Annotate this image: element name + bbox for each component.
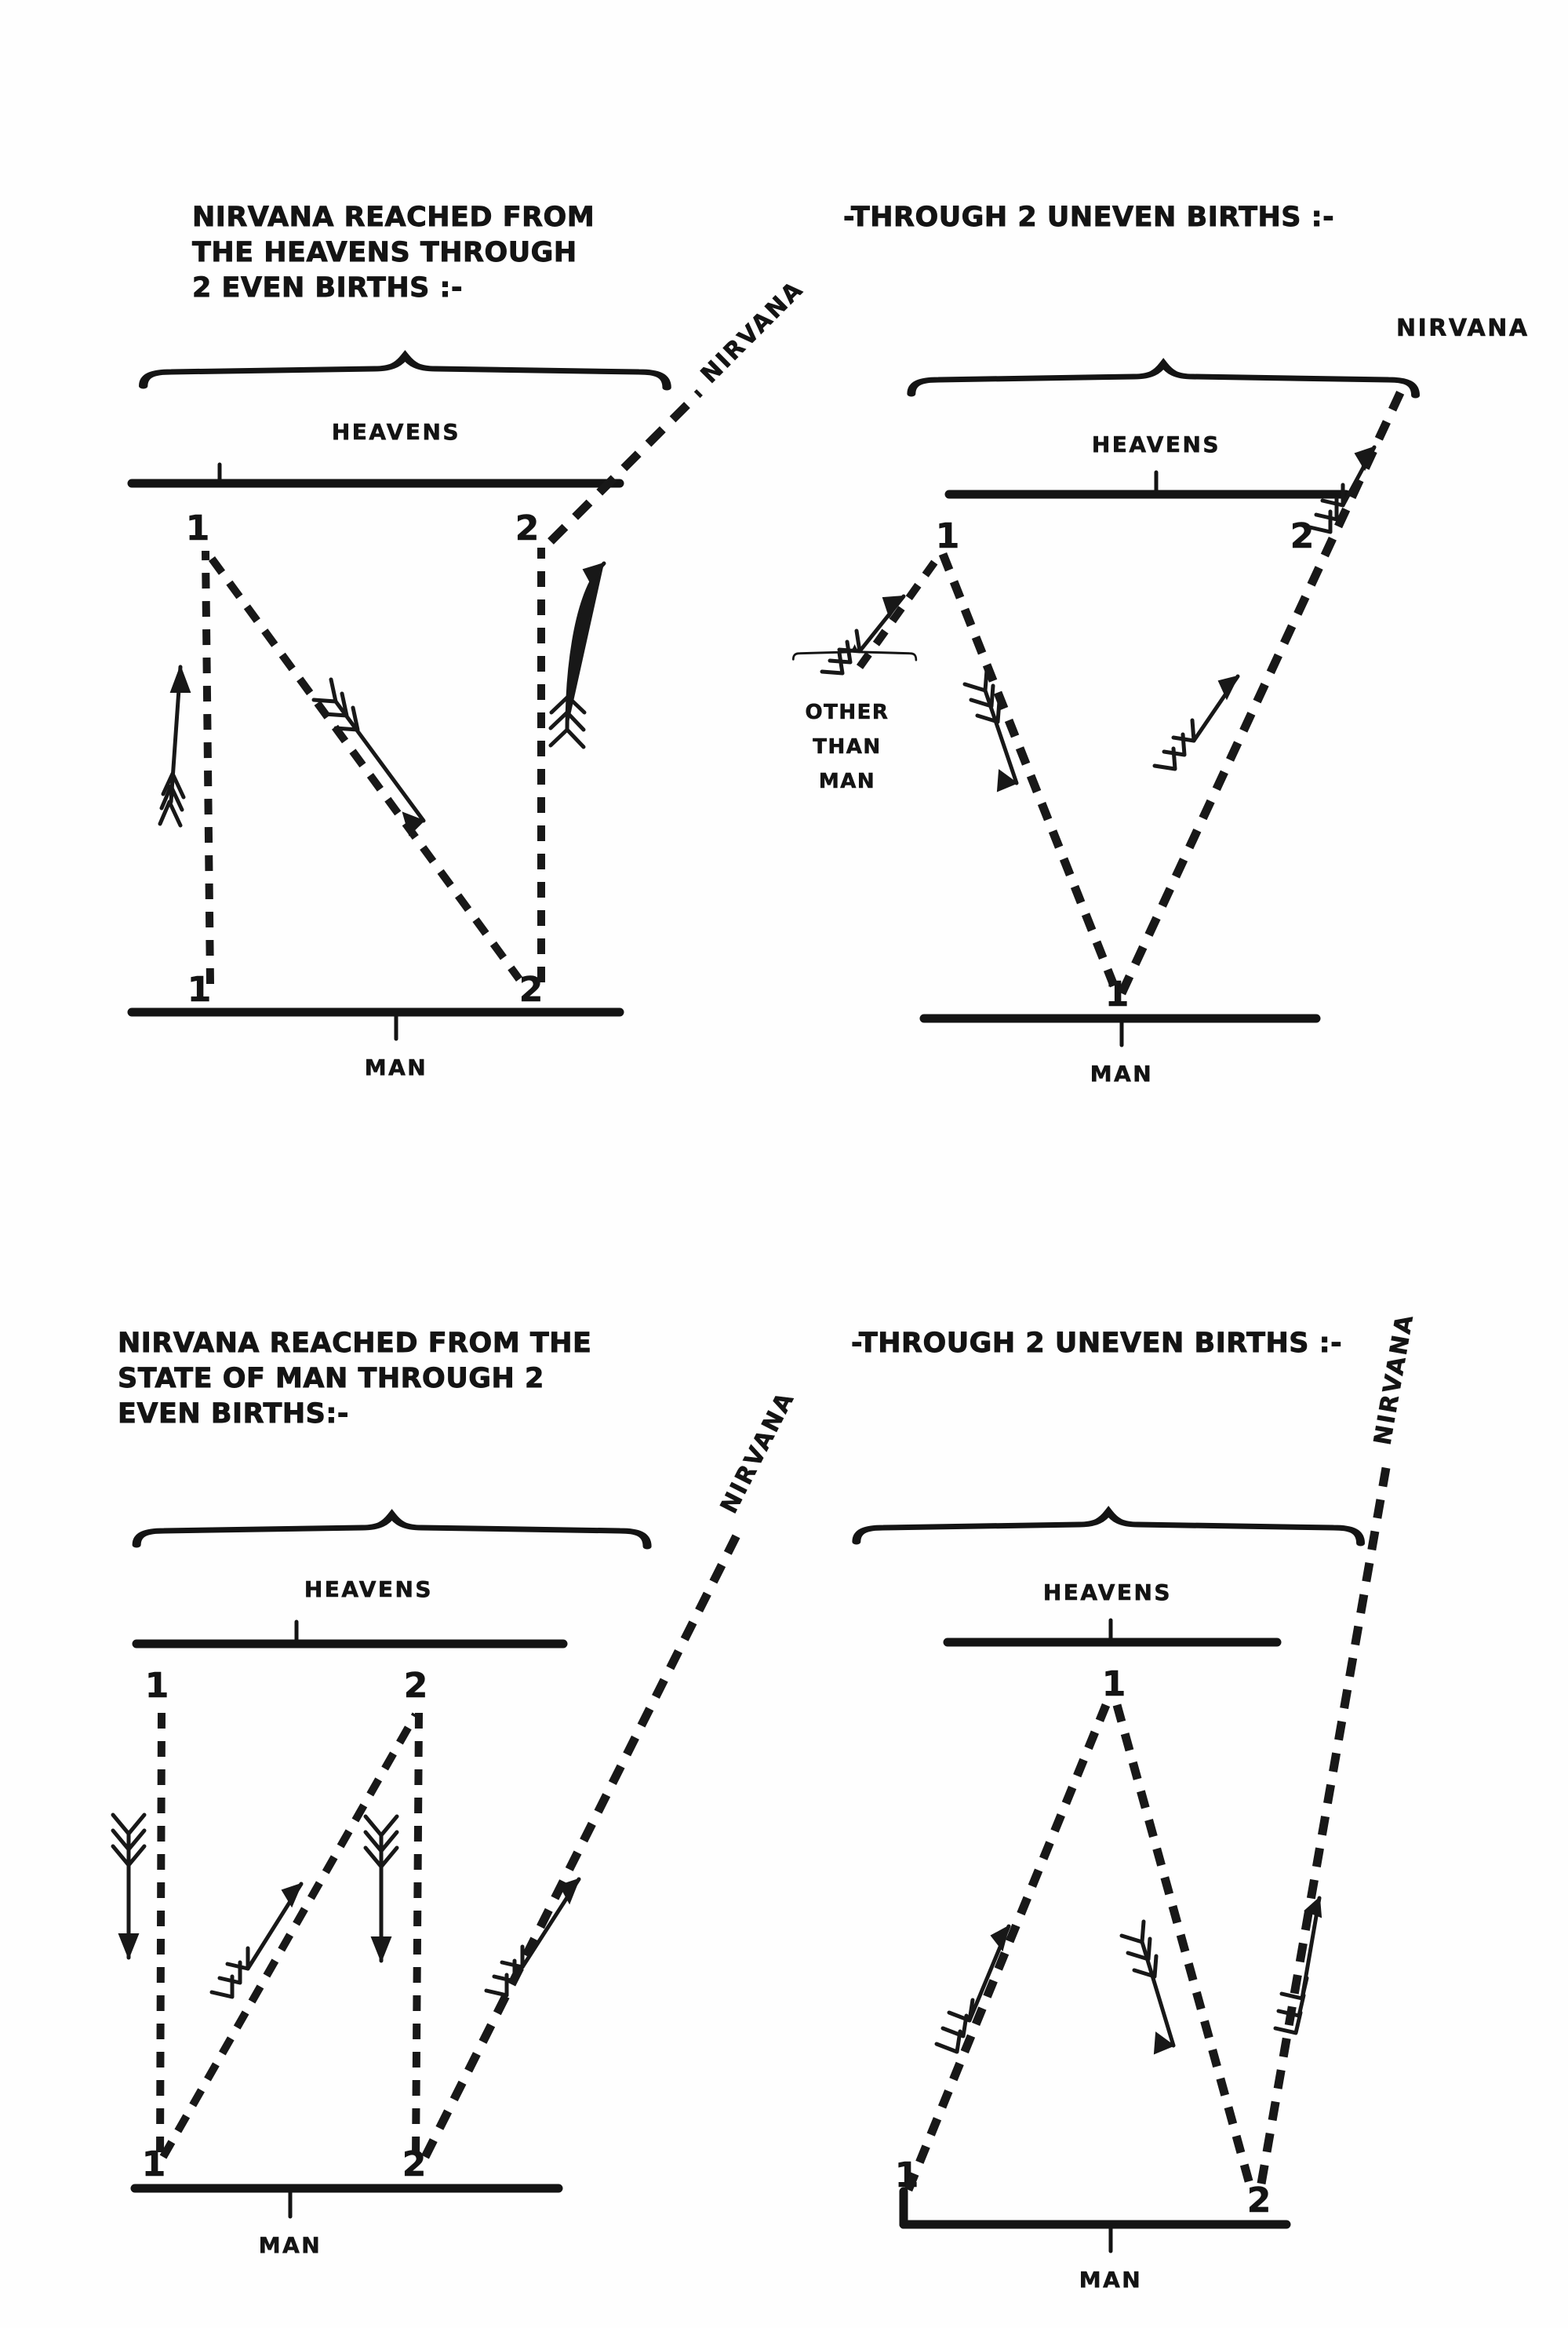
panel-3-path-man2-to-nirvana — [421, 1532, 741, 2159]
panel-4-path-man1-to-heaven1 — [904, 1703, 1111, 2192]
panel-3-heavens-label: HEAVENS — [304, 1576, 433, 1602]
panel-3-path-heaven1-to-man1 — [156, 1712, 166, 2161]
panel-2-heaven-marker-2: 2 — [1290, 516, 1315, 556]
panel-3-arrow-down-2 — [363, 1814, 399, 1963]
panel-1-arrow-up-1 — [158, 665, 191, 828]
panel-3-arrow-down-1 — [111, 1812, 147, 1960]
panel-3-heaven-marker-2: 2 — [404, 1666, 428, 1706]
panel-1-path-to-nirvana — [548, 389, 703, 545]
panel-4-heaven-marker-1: 1 — [1102, 1664, 1126, 1704]
panel-3-heaven-marker-1: 1 — [145, 1666, 169, 1706]
panel-1-man-label: MAN — [365, 1055, 427, 1080]
panel-4-path-heaven1-to-man2 — [1112, 1703, 1255, 2188]
panel-2-figure: HEAVENS 1 2 MAN 1 OTHER THAN MAN — [784, 298, 1553, 1091]
panel-2-arrow-down-1 — [962, 668, 1019, 792]
panel-1-heaven-marker-1: 1 — [186, 508, 210, 548]
panel-2-arrow-up-3 — [1308, 445, 1377, 534]
panel-4-figure: HEAVENS 1 MAN 1 2 NIRVANA — [831, 1311, 1568, 2293]
panel-3-arrow-up-1 — [209, 1882, 304, 1999]
panel-2-path-heaven1-to-man1 — [938, 552, 1122, 996]
panel-2-arrow-up-1 — [820, 594, 906, 676]
panel-4-title: -THROUGH 2 UNEVEN BIRTHS :- — [851, 1328, 1343, 1360]
panel-2-path-otm-to-heaven1 — [856, 555, 942, 669]
panel-1-arrow-up-nirvana — [548, 561, 606, 749]
panel-2-other-than-man-line-2: THAN — [813, 735, 881, 759]
panel-1-heaven-marker-2: 2 — [515, 508, 540, 548]
panel-4-arrow-up-1 — [934, 1924, 1011, 2054]
panel-3-figure: HEAVENS 1 2 MAN 1 2 — [102, 1386, 808, 2295]
panel-4-arrow-up-2 — [1273, 1896, 1322, 2035]
panel-4-arrow-down-1 — [1119, 1919, 1176, 2055]
panel-2-other-than-man-line-1: OTHER — [806, 701, 890, 724]
panel-3-arrow-up-2 — [484, 1877, 581, 1998]
panel-4-heavens-label: HEAVENS — [1043, 1579, 1172, 1605]
panel-1-heavens-label: HEAVENS — [332, 419, 460, 445]
panel-1-path-heaven1-to-man2 — [208, 556, 523, 982]
panel-1-figure: HEAVENS 1 2 MAN 1 2 — [118, 275, 809, 1091]
panel-3-man-label: MAN — [259, 2232, 322, 2258]
panel-2-nirvana-label: NIRVANA — [1396, 315, 1530, 342]
panel-4-man-label: MAN — [1079, 2267, 1142, 2293]
panel-2-heavens-label: HEAVENS — [1092, 432, 1221, 457]
panel-2: -THROUGH 2 UNEVEN BIRTHS :- HEAVENS 1 2 … — [777, 0, 1568, 1138]
panel-2-heaven-marker-1: 1 — [936, 516, 960, 556]
panel-2-title: -THROUGH 2 UNEVEN BIRTHS :- — [843, 202, 1335, 234]
panel-4-path-man2-to-nirvana — [1257, 1463, 1392, 2184]
panel-2-other-than-man-line-3: MAN — [819, 770, 875, 793]
panel-3-path-heaven2-to-man2 — [412, 1712, 423, 2161]
panel-2-arrow-up-2 — [1152, 674, 1240, 771]
panel-1-path-man1-to-heaven1 — [202, 550, 214, 985]
panel-4: -THROUGH 2 UNEVEN BIRTHS :- HEAVENS 1 MA… — [777, 1138, 1568, 2328]
panel-4-man-marker-2: 2 — [1247, 2180, 1271, 2221]
panel-1-arrow-down-1 — [311, 677, 426, 836]
panel-2-path-man1-to-nirvana — [1118, 382, 1408, 996]
panel-3-path-man1-to-heaven2 — [159, 1712, 420, 2159]
panel-2-man-label: MAN — [1090, 1061, 1153, 1087]
